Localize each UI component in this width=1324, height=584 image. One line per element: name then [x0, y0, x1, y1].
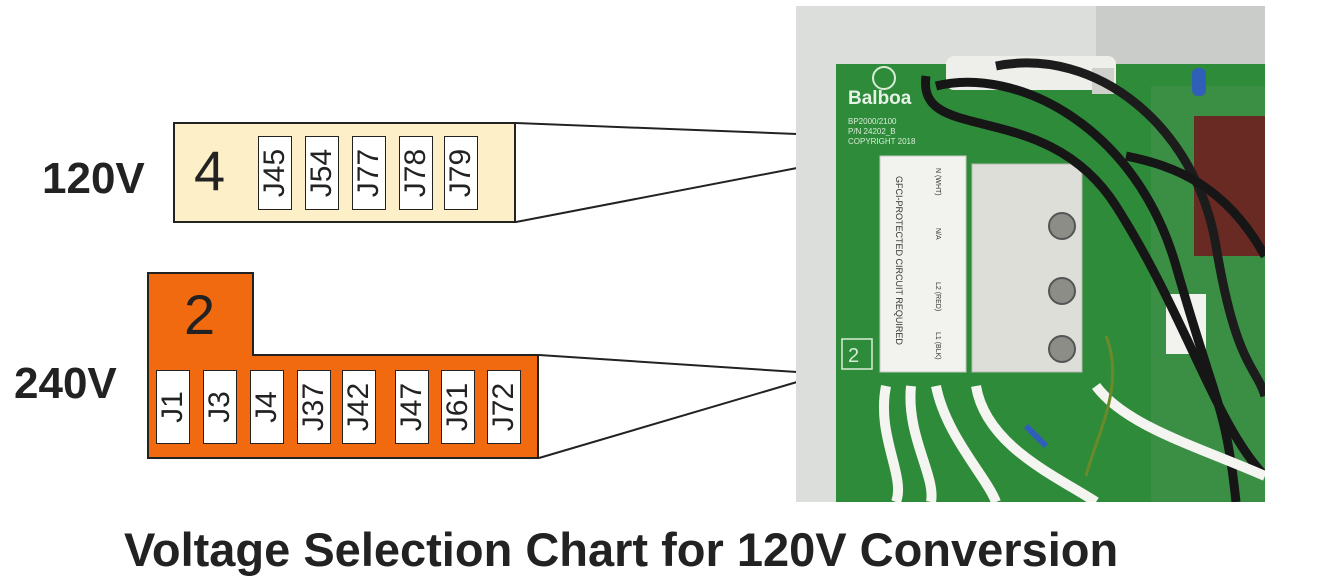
jumper-j42: J42	[342, 370, 376, 444]
brand-label: Balboa	[848, 88, 912, 109]
svg-text:BP2000/2100: BP2000/2100	[848, 117, 897, 126]
chart-caption: Voltage Selection Chart for 120V Convers…	[124, 523, 1119, 576]
svg-text:GFCI-PROTECTED CIRCUIT REQUIRE: GFCI-PROTECTED CIRCUIT REQUIRED	[894, 176, 904, 345]
label-120v: 120V	[42, 154, 145, 203]
jumper-j61: J61	[441, 370, 475, 444]
jumper-j4: J4	[250, 370, 284, 444]
svg-text:N (WHT): N (WHT)	[934, 168, 941, 196]
svg-text:P/N 24202_B: P/N 24202_B	[848, 127, 896, 136]
jumper-j1: J1	[156, 370, 190, 444]
box-240v	[147, 272, 539, 459]
number-120v: 4	[194, 139, 226, 202]
jumper-j45: J45	[258, 136, 292, 210]
board-number: 2	[848, 345, 859, 367]
label-240v: 240V	[14, 359, 117, 408]
jumper-j79: J79	[444, 136, 478, 210]
number-240v: 2	[184, 283, 216, 346]
jumper-j72: J72	[487, 370, 521, 444]
svg-text:L1 (BLK): L1 (BLK)	[934, 332, 941, 360]
svg-text:N/A: N/A	[934, 228, 941, 240]
jumper-j54: J54	[305, 136, 339, 210]
jumper-j37: J37	[297, 370, 331, 444]
jumper-j47: J47	[395, 370, 429, 444]
svg-text:L2 (RED): L2 (RED)	[934, 282, 941, 311]
jumper-j78: J78	[399, 136, 433, 210]
jumper-j77: J77	[352, 136, 386, 210]
svg-text:COPYRIGHT 2018: COPYRIGHT 2018	[848, 137, 916, 146]
jumper-j3: J3	[203, 370, 237, 444]
circuit-board-photo: Balboa BP2000/2100 P/N 24202_B COPYRIGHT…	[796, 6, 1265, 502]
